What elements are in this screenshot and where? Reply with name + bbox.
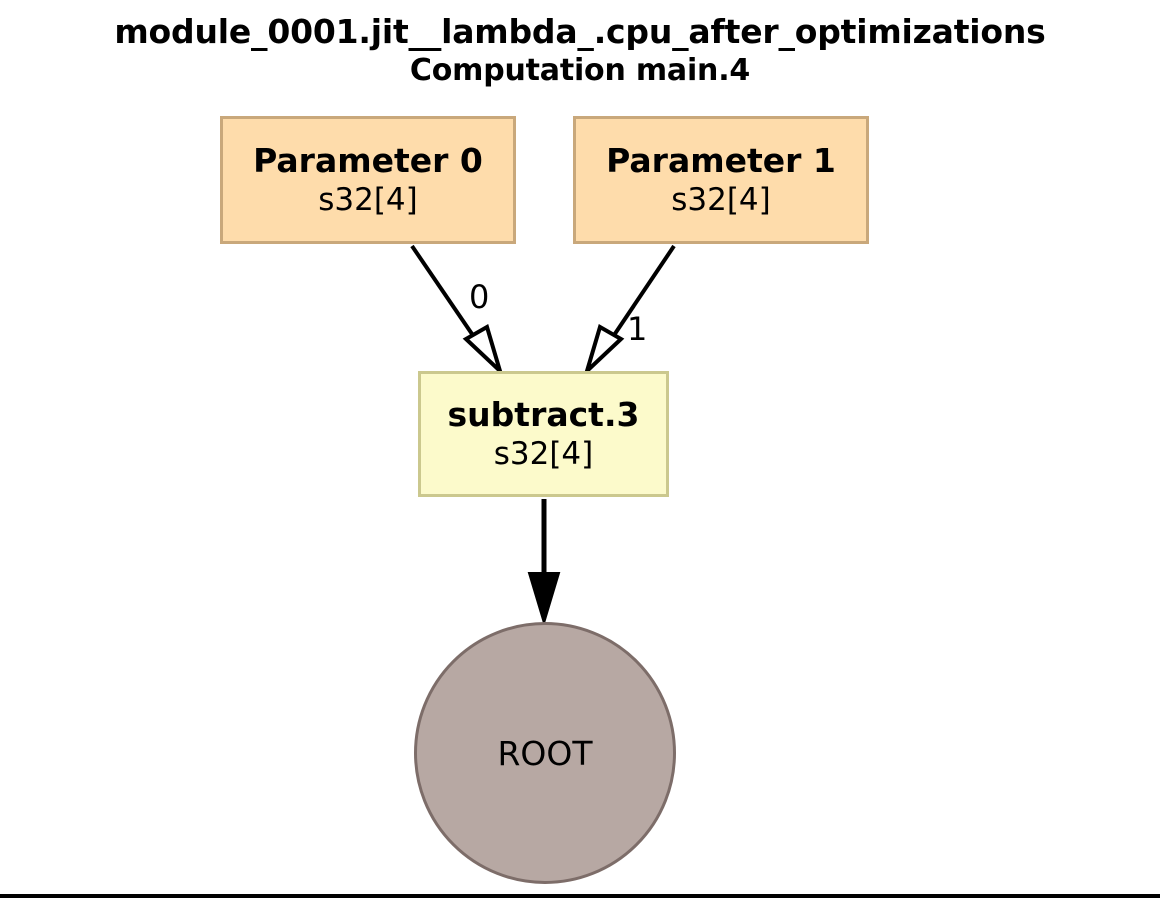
node-subtract-3-shape: s32[4] <box>493 436 594 472</box>
page-title-line-2: Computation main.4 <box>409 53 751 88</box>
edge-parameter-0-to-subtract-3 <box>410 244 505 378</box>
solid-arrowhead-icon <box>527 572 561 627</box>
node-parameter-0-shape: s32[4] <box>318 182 418 218</box>
edge-subtract-3-to-root <box>527 499 561 627</box>
page-title-line-1: module_0001.jit__lambda_.cpu_after_optim… <box>114 12 1046 51</box>
node-root[interactable]: ROOT <box>414 622 676 884</box>
node-parameter-1-label: Parameter 1 <box>606 141 836 180</box>
node-subtract-3-label: subtract.3 <box>447 395 640 434</box>
node-root-label: ROOT <box>497 733 593 773</box>
empty-arrowhead-icon <box>462 324 505 378</box>
node-parameter-1-shape: s32[4] <box>671 182 771 218</box>
node-subtract-3[interactable]: subtract.3 s32[4] <box>418 371 669 497</box>
edge-label-parameter-1-to-subtract-3: 1 <box>627 310 648 348</box>
page-title: module_0001.jit__lambda_.cpu_after_optim… <box>0 11 1160 90</box>
node-parameter-1[interactable]: Parameter 1 s32[4] <box>573 116 869 244</box>
edge-label-parameter-0-to-subtract-3: 0 <box>469 278 490 316</box>
edge-parameter-1-to-subtract-3 <box>582 244 676 378</box>
node-parameter-0-label: Parameter 0 <box>253 141 483 180</box>
node-parameter-0[interactable]: Parameter 0 s32[4] <box>220 116 516 244</box>
empty-arrowhead-icon <box>582 324 625 378</box>
